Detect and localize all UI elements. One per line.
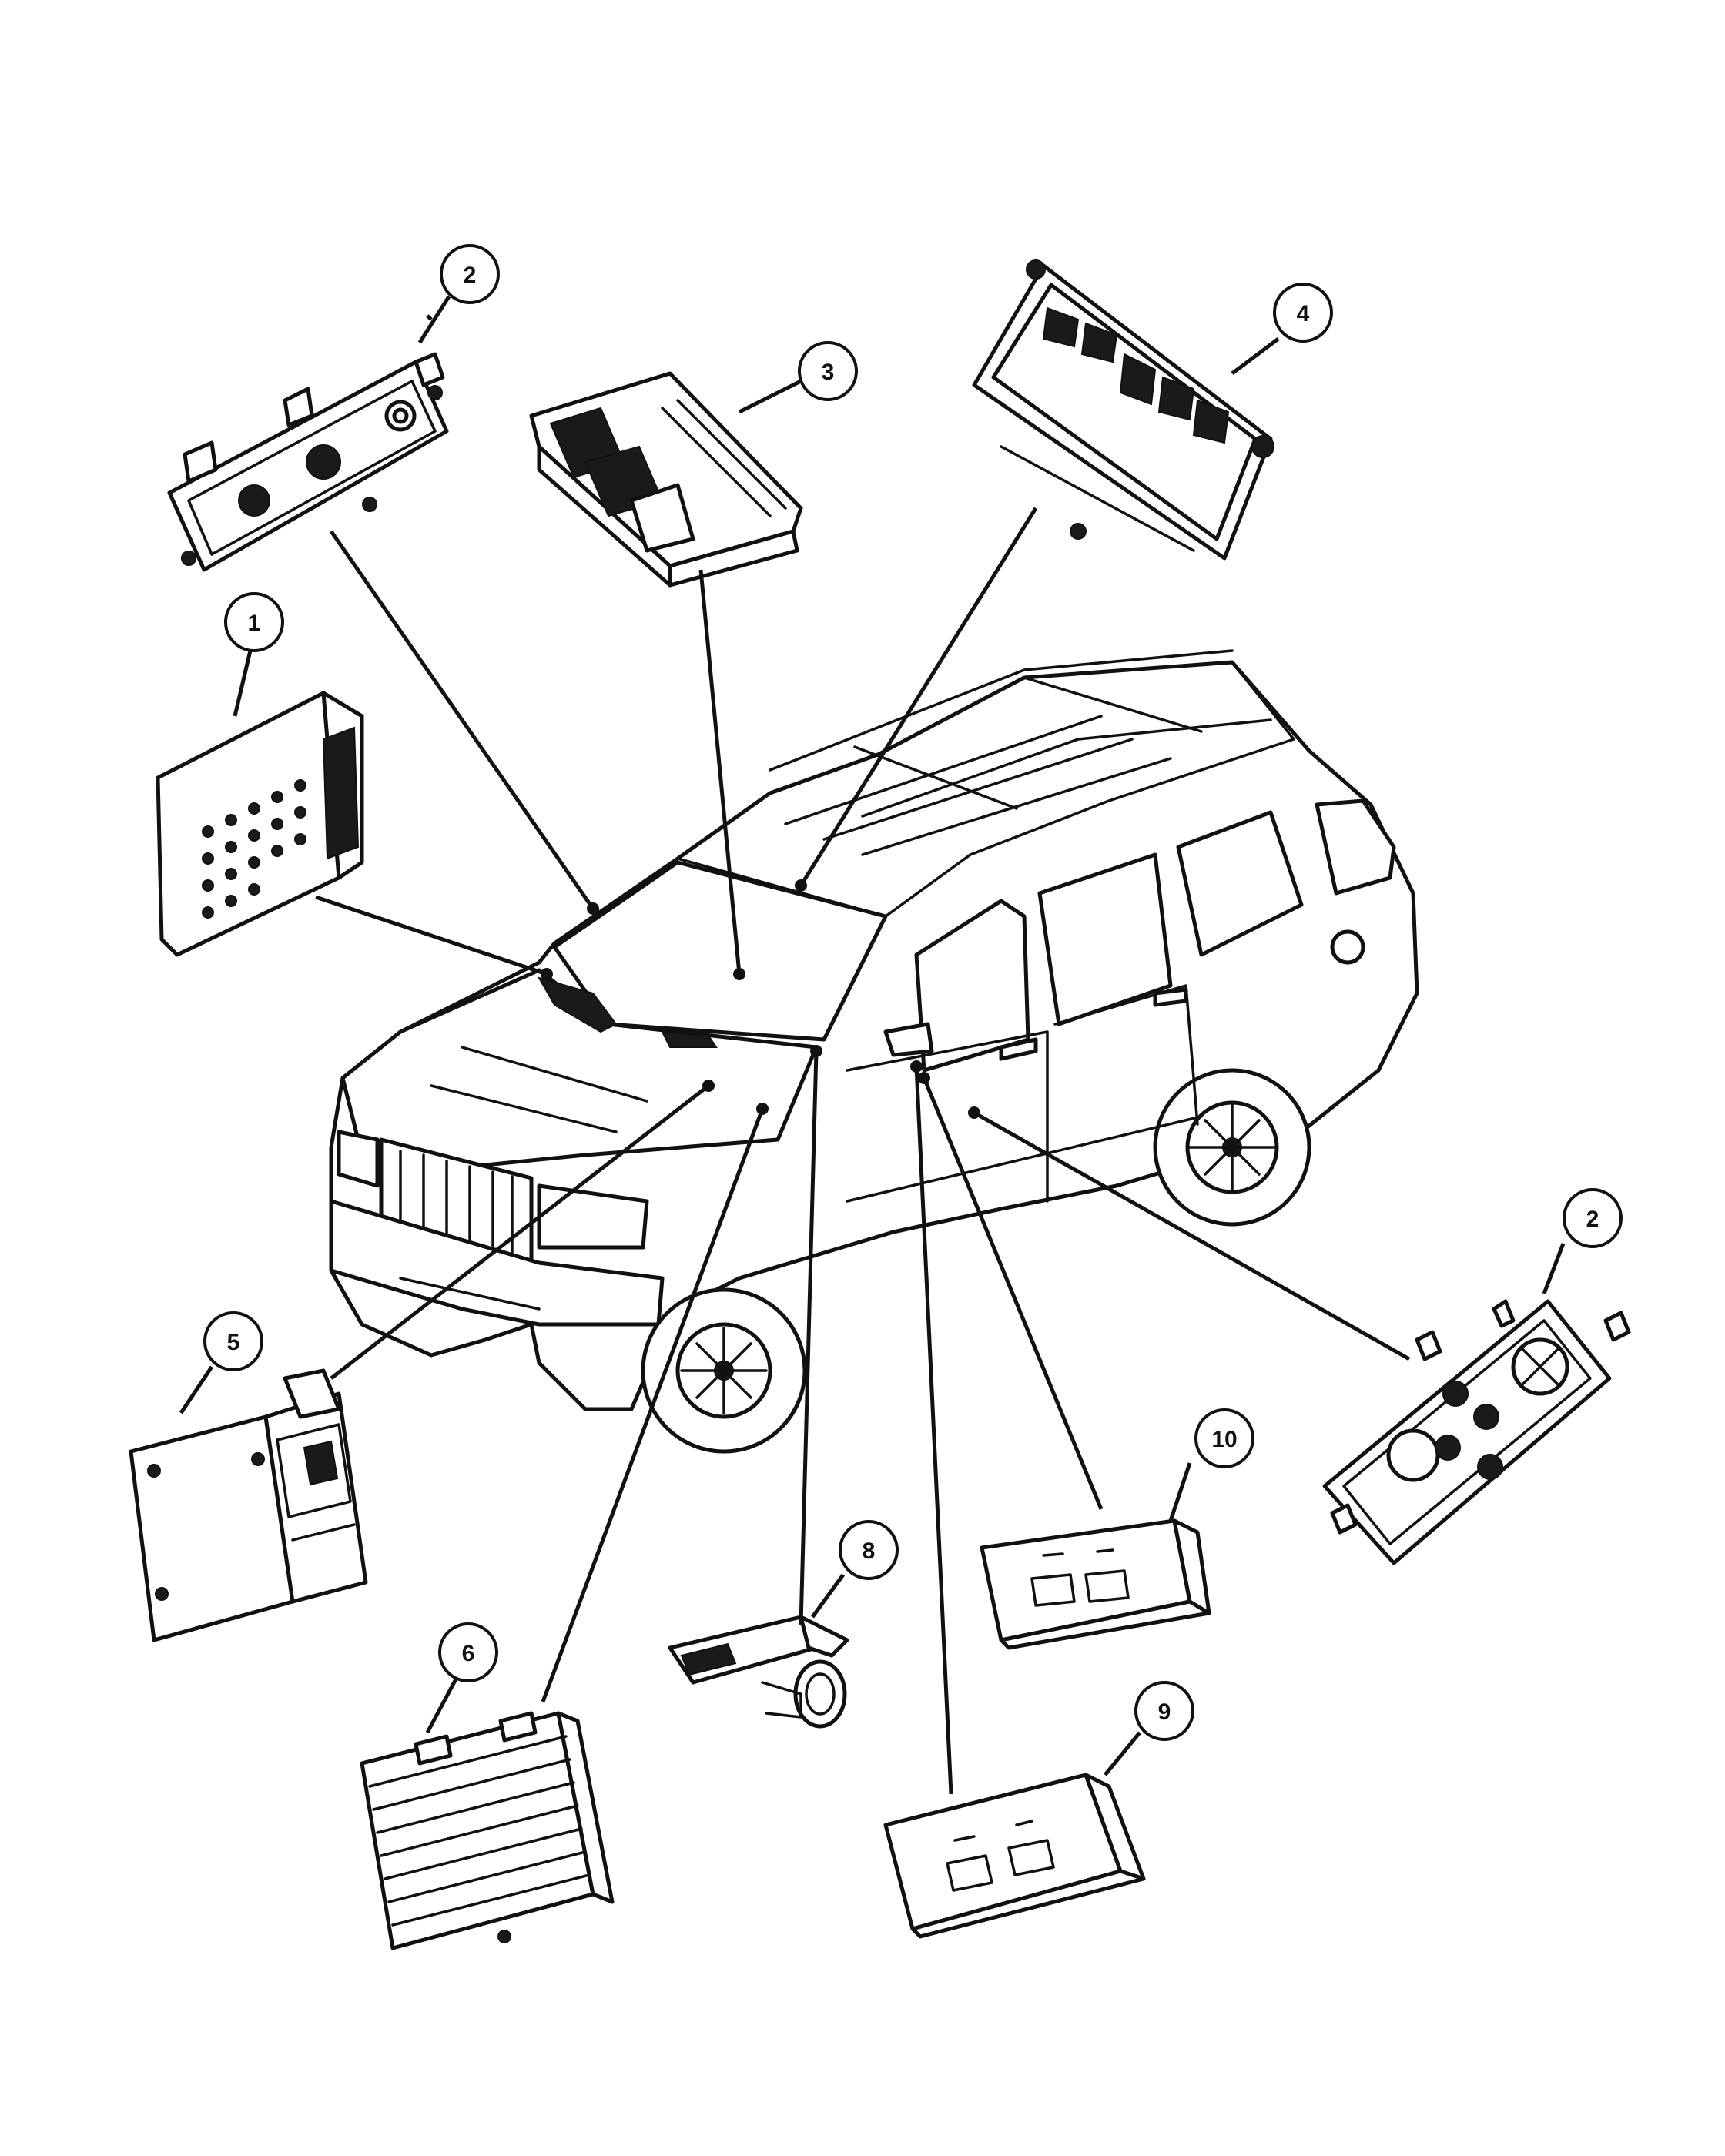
- callout-8: 8: [839, 1520, 899, 1580]
- callout-6: 6: [438, 1622, 498, 1682]
- callout-2-lower: 2: [1563, 1188, 1623, 1248]
- callout-10: 10: [1194, 1408, 1254, 1468]
- component-2-lower: [1322, 1299, 1631, 1565]
- component-9: [883, 1773, 1146, 1939]
- callout-label: 8: [862, 1538, 876, 1564]
- callout-9: 9: [1134, 1681, 1194, 1741]
- callout-5: 5: [203, 1311, 263, 1371]
- component-5: [129, 1368, 368, 1642]
- callout-label: 3: [822, 360, 835, 385]
- callout-label: 9: [1158, 1699, 1171, 1725]
- component-8: [668, 1615, 849, 1729]
- component-3: [529, 371, 803, 588]
- callout-3: 3: [798, 341, 858, 401]
- vehicle-illustration: [329, 649, 1419, 1454]
- component-4: [972, 259, 1274, 561]
- component-10: [980, 1518, 1211, 1650]
- callout-label: 5: [227, 1330, 240, 1355]
- callout-label: 6: [462, 1641, 475, 1666]
- callout-label: 4: [1297, 301, 1310, 326]
- callout-2-upper: 2: [440, 244, 500, 304]
- callout-4: 4: [1273, 283, 1333, 343]
- component-6: [360, 1711, 615, 1950]
- callout-label: 2: [1586, 1207, 1599, 1232]
- callout-label: 10: [1211, 1427, 1237, 1452]
- callout-label: 1: [248, 611, 261, 636]
- component-1: [156, 691, 364, 957]
- callout-label: 2: [464, 263, 477, 288]
- callout-1: 1: [224, 592, 284, 652]
- leader-lines: [179, 295, 1566, 1795]
- component-2-upper: [167, 352, 449, 572]
